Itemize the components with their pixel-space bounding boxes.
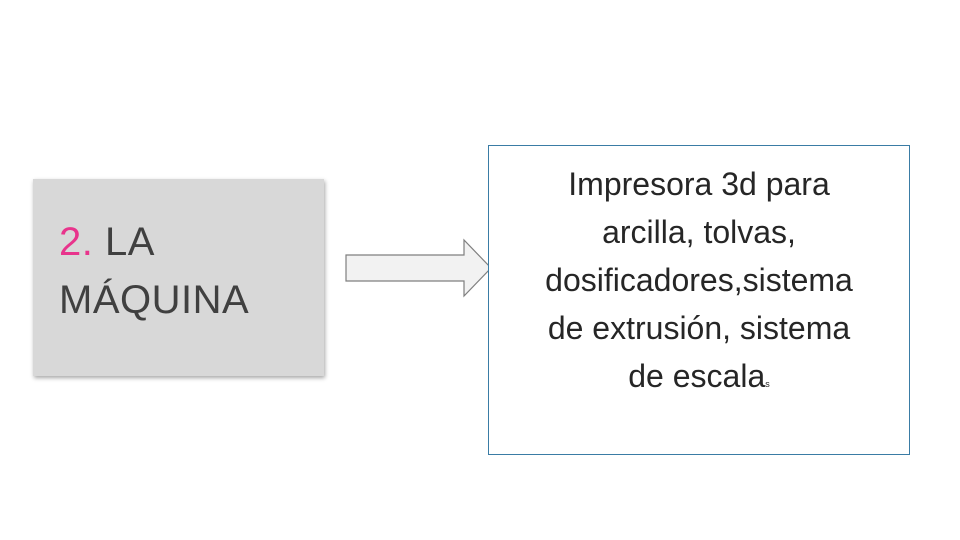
arrow-shape bbox=[345, 238, 492, 298]
section-number: 2. bbox=[59, 220, 94, 264]
description-line-2: arcilla, tolvas, bbox=[602, 214, 796, 250]
section-title-box: 2. LA MÁQUINA bbox=[33, 179, 324, 376]
description-line-4: de extrusión, sistema bbox=[547, 310, 851, 346]
section-title-line2: MÁQUINA bbox=[59, 278, 250, 322]
description-line-5: de escala bbox=[628, 358, 766, 394]
description-box: Impresora 3d para arcilla, tolvas, dosif… bbox=[488, 145, 910, 455]
description-line-5-row: de escalas bbox=[489, 352, 909, 408]
section-title-line2-row: MÁQUINA bbox=[59, 271, 324, 329]
description-trailing-char: s bbox=[765, 379, 770, 389]
description-line-1: Impresora 3d para bbox=[568, 166, 830, 202]
section-title-line1: LA bbox=[104, 220, 155, 264]
description-line-3: dosificadores,sistema bbox=[545, 262, 853, 298]
section-title: 2. LA bbox=[59, 213, 324, 271]
right-arrow-icon bbox=[345, 238, 492, 298]
